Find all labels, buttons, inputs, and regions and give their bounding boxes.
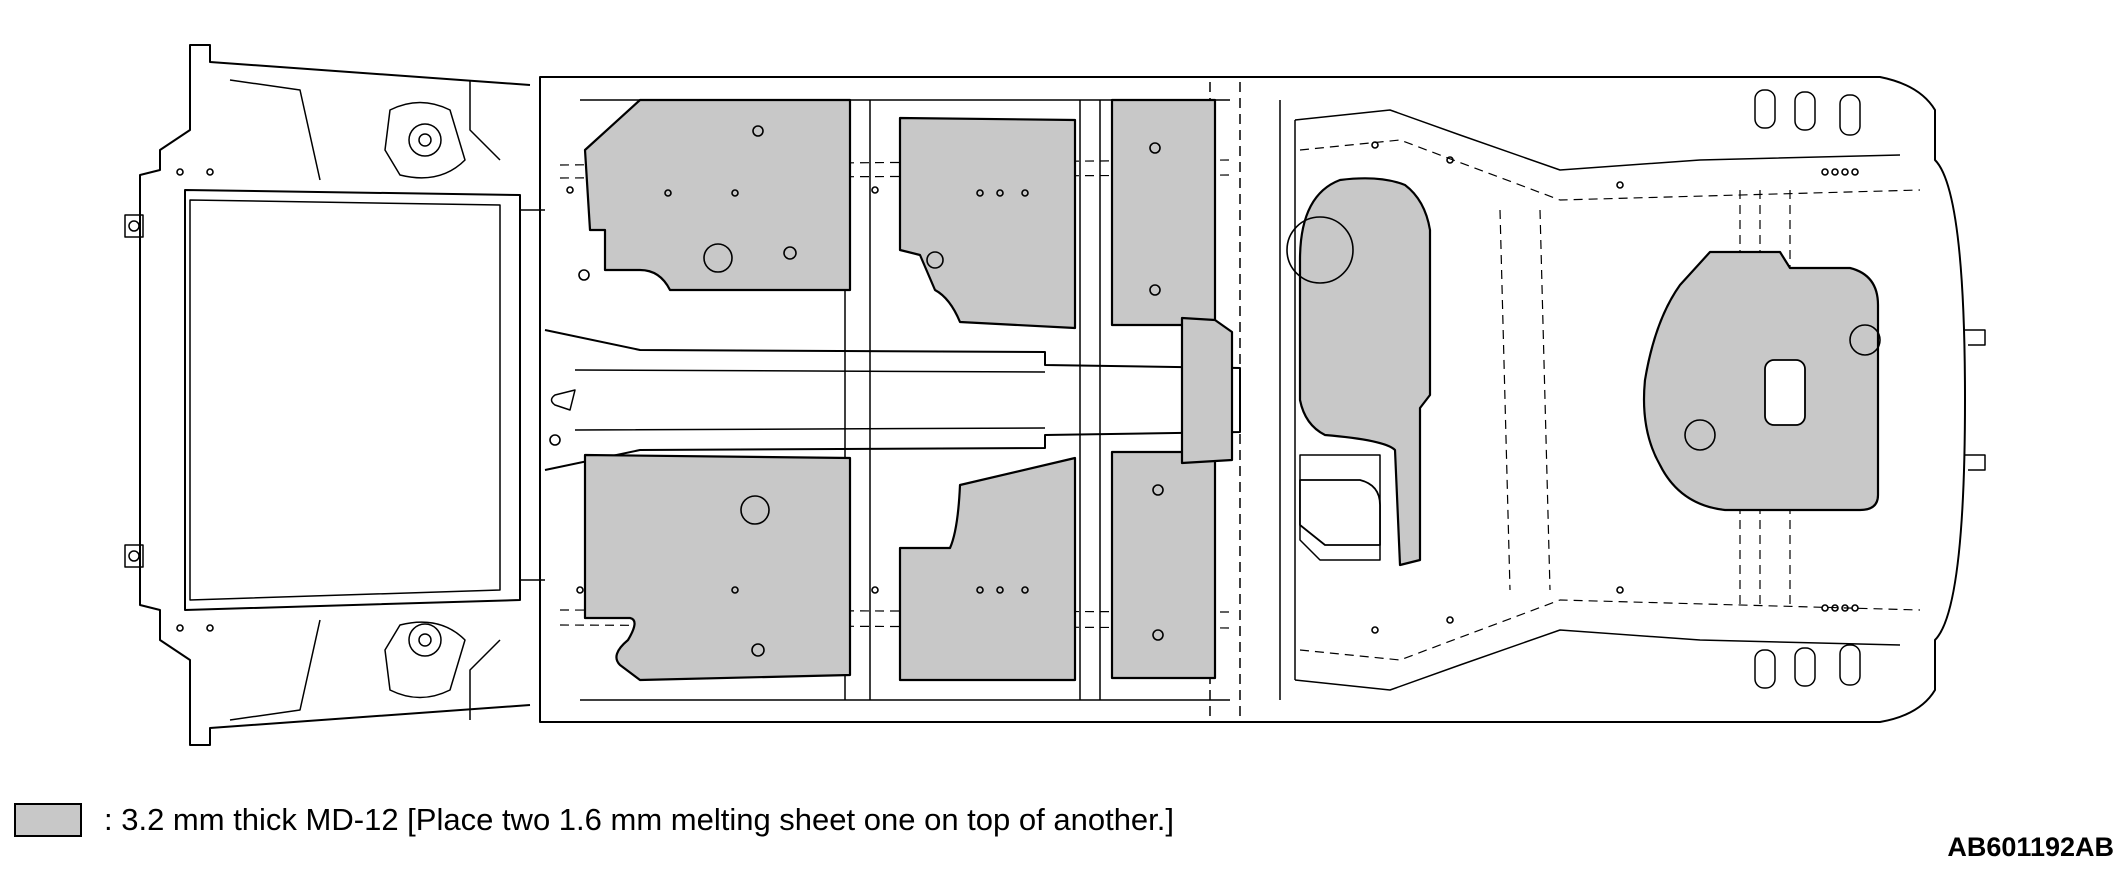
legend-text: : 3.2 mm thick MD-12 [Place two 1.6 mm m… (104, 802, 1175, 837)
legend: : 3.2 mm thick MD-12 [Place two 1.6 mm m… (14, 800, 1174, 840)
melting-sheet-front-left-inner (898, 116, 1077, 330)
body-outline (539, 76, 1966, 723)
figure-code: AB601192AB (1947, 832, 2114, 862)
melting-sheet-front-right-inner (898, 456, 1077, 682)
melting-sheet-rear-floor-left (1298, 177, 1432, 567)
vehicle-underbody-diagram (124, 44, 1986, 746)
melting-sheet-front-right-outer (583, 453, 852, 682)
legend-swatch (14, 803, 82, 837)
holes (176, 125, 1881, 657)
melting-sheet-spare-well (1642, 250, 1880, 512)
melting-sheet-rear-seat-right (1110, 450, 1217, 680)
melting-sheets (583, 98, 1880, 682)
front-frame (124, 44, 545, 746)
melting-sheet-front-left-outer (583, 98, 852, 292)
melting-sheet-tunnel (1180, 316, 1234, 465)
sheet-cutouts (1299, 359, 1806, 546)
melting-sheet-rear-seat-left (1110, 98, 1217, 327)
